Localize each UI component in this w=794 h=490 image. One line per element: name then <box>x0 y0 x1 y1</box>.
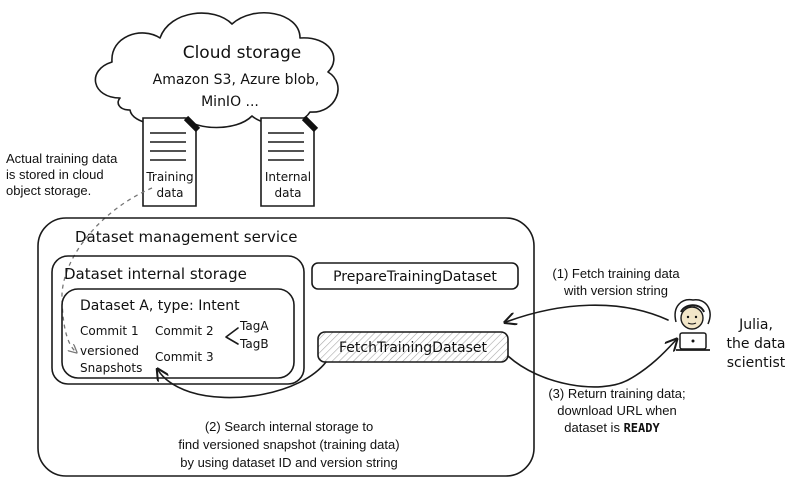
internal-storage-box <box>51 255 305 385</box>
dataset-management-service-box <box>37 217 535 477</box>
snapshots-label: Snapshots <box>80 361 142 375</box>
storage-note: Actual training data is stored in cloud … <box>6 151 118 198</box>
return-data-arrow <box>507 340 676 388</box>
internal-data-document: Internal data <box>260 115 319 207</box>
step-1-line2: with version string <box>563 283 668 298</box>
cloud-storage: Cloud storage Amazon S3, Azure blob, Min… <box>94 12 339 129</box>
dashed-link-arrow <box>61 187 153 352</box>
user-line1: Julia, <box>738 317 773 333</box>
tag-a-label: TagA <box>239 319 269 333</box>
tag-b-label: TagB <box>239 337 269 351</box>
versioned-label: versioned <box>80 344 139 358</box>
face-icon <box>680 306 704 330</box>
service-title: Dataset management service <box>75 228 298 246</box>
data-scientist-label: Julia, the data scientist <box>727 317 786 371</box>
prepare-api-label: PrepareTrainingDataset <box>333 269 497 285</box>
dataset-a-box <box>61 288 295 379</box>
headphones-icon <box>680 304 705 313</box>
step-3-line3-prefix: dataset is <box>564 420 623 435</box>
tag-bracket <box>225 327 239 345</box>
internal-doc-label-line2: data <box>274 186 301 200</box>
user-line3: scientist <box>727 355 786 371</box>
document-lines-icon <box>150 132 186 161</box>
training-doc-label-line1: Training <box>145 170 193 184</box>
ready-status: READY <box>624 421 661 435</box>
step-3-label: (3) Return training data; download URL w… <box>548 386 685 435</box>
internal-storage-title: Dataset internal storage <box>64 265 247 283</box>
commit-1-label: Commit 1 <box>80 324 139 338</box>
fetch-training-dataset-api <box>317 331 509 363</box>
step-1-line1: (1) Fetch training data <box>552 266 680 281</box>
step-2-line1: (2) Search internal storage to <box>205 419 373 434</box>
cloud-shape <box>94 12 339 129</box>
data-scientist-avatar <box>674 298 711 351</box>
search-arrow <box>158 361 327 399</box>
commit-3-label: Commit 3 <box>155 350 214 364</box>
step-1-label: (1) Fetch training data with version str… <box>552 266 680 298</box>
step-2-line2: find versioned snapshot (training data) <box>178 437 399 452</box>
step-3-line2: download URL when <box>557 403 676 418</box>
fetch-api-label: FetchTrainingDataset <box>339 340 488 356</box>
cloud-providers-line2: MinIO ... <box>201 94 259 110</box>
document-lines-icon <box>268 132 304 161</box>
user-line2: the data <box>727 336 786 352</box>
cloud-title: Cloud storage <box>183 43 302 63</box>
training-doc-label-line2: data <box>156 186 183 200</box>
step-2-line3: by using dataset ID and version string <box>180 455 398 470</box>
commit-2-label: Commit 2 <box>155 324 214 338</box>
step-3-line3: dataset is READY <box>564 420 660 435</box>
step-3-line1: (3) Return training data; <box>548 386 685 401</box>
internal-doc-label-line1: Internal <box>265 170 311 184</box>
storage-note-line1: Actual training data <box>6 151 118 166</box>
storage-note-line3: object storage. <box>6 183 91 198</box>
step-2-label: (2) Search internal storage to find vers… <box>178 419 399 470</box>
training-data-document: Training data <box>142 115 201 207</box>
storage-note-line2: is stored in cloud <box>6 167 104 182</box>
fetch-request-arrow <box>506 304 669 322</box>
prepare-training-dataset-api <box>311 262 519 290</box>
cloud-providers-line1: Amazon S3, Azure blob, <box>153 72 320 88</box>
dataset-a-title: Dataset A, type: Intent <box>80 298 240 314</box>
